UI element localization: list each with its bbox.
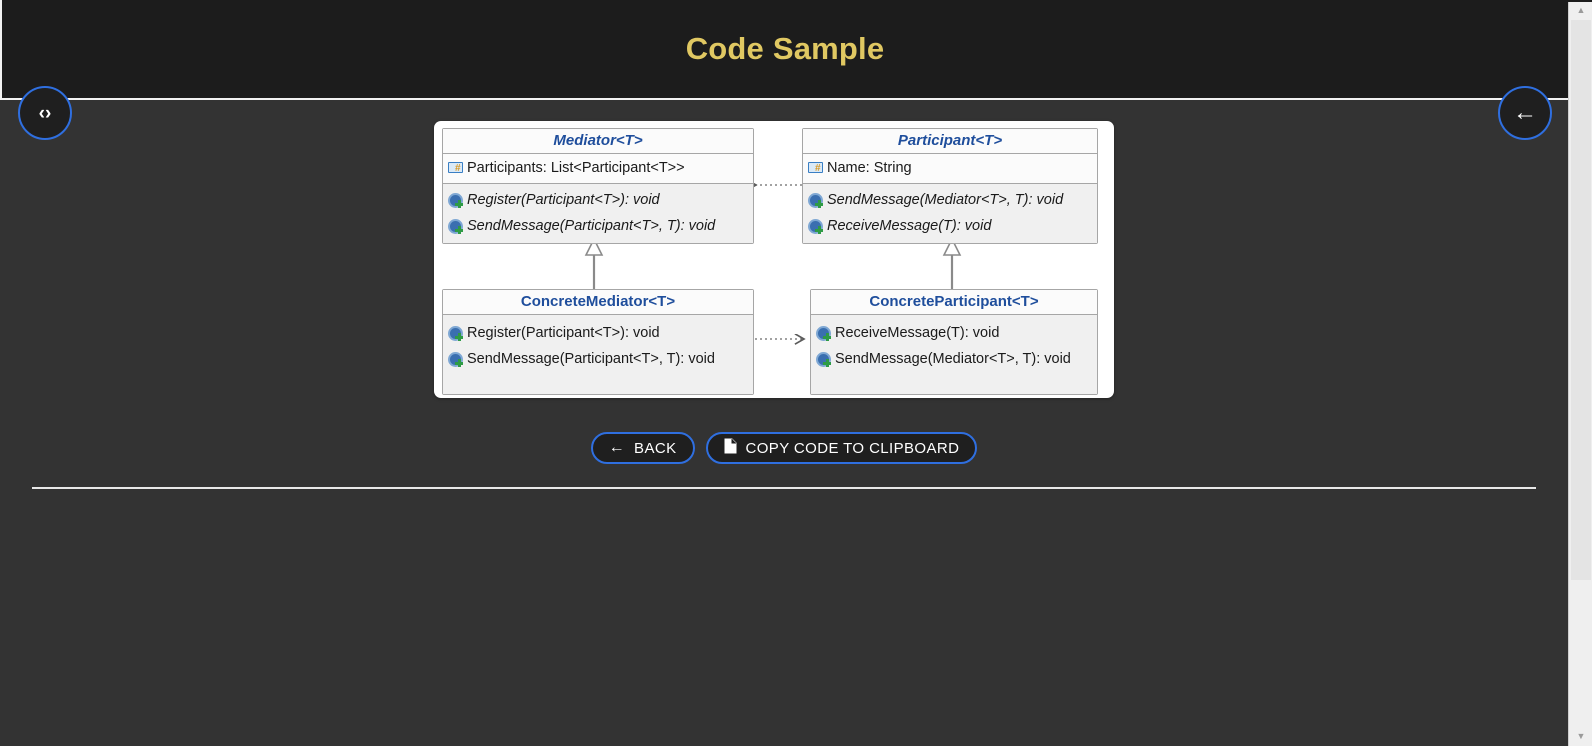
back-arrow-fab[interactable]: ←	[1498, 86, 1552, 140]
copy-code-button-label: COPY CODE TO CLIPBOARD	[745, 439, 960, 457]
field-icon	[808, 160, 824, 176]
uml-method-row: SendMessage(Participant<T>, T): void	[443, 346, 753, 372]
content-area: Mediator<T> Participants: List<Participa…	[0, 102, 1568, 746]
uml-method-row: SendMessage(Mediator<T>, T): void	[803, 187, 1097, 213]
uml-member-text: SendMessage(Mediator<T>, T): void	[835, 351, 1071, 367]
uml-class-participant[interactable]: Participant<T> Name: String SendMessage(…	[802, 128, 1098, 244]
method-icon	[808, 218, 824, 234]
method-icon	[816, 351, 832, 367]
vertical-scrollbar[interactable]: ▲ ▼	[1568, 0, 1592, 746]
uml-method-row: Register(Participant<T>): void	[443, 187, 753, 213]
uml-class-title: Participant<T>	[803, 129, 1097, 154]
method-icon	[448, 192, 464, 208]
section-divider	[32, 487, 1536, 489]
method-icon	[448, 325, 464, 341]
uml-member-text: ReceiveMessage(T): void	[827, 218, 992, 234]
uml-member-text: Register(Participant<T>): void	[467, 192, 660, 208]
uml-method-row: SendMessage(Mediator<T>, T): void	[811, 346, 1097, 372]
uml-class-mediator[interactable]: Mediator<T> Participants: List<Participa…	[442, 128, 754, 244]
arrow-left-icon: ←	[1513, 99, 1537, 126]
back-button-label: BACK	[634, 439, 677, 457]
uml-member-text: SendMessage(Mediator<T>, T): void	[827, 192, 1064, 208]
uml-class-title: Mediator<T>	[443, 129, 753, 154]
uml-member-text: Name: String	[827, 160, 912, 176]
back-button[interactable]: ← BACK	[590, 432, 695, 464]
method-icon	[816, 325, 832, 341]
app-header: Code Sample	[0, 0, 1568, 100]
uml-member-text: SendMessage(Participant<T>, T): void	[467, 218, 716, 234]
uml-method-row: Register(Participant<T>): void	[443, 320, 753, 346]
uml-fields-section: Name: String	[803, 154, 1097, 184]
method-icon	[448, 351, 464, 367]
field-icon	[448, 160, 464, 176]
diagram-connectors	[584, 121, 962, 398]
uml-class-title: ConcreteParticipant<T>	[811, 290, 1097, 315]
uml-diagram-card: Mediator<T> Participants: List<Participa…	[434, 121, 1114, 398]
uml-methods-section: Register(Participant<T>): void SendMessa…	[443, 315, 753, 394]
uml-method-row: SendMessage(Participant<T>, T): void	[443, 213, 753, 239]
scroll-down-arrow[interactable]: ▼	[1576, 731, 1586, 741]
uml-class-concrete-mediator[interactable]: ConcreteMediator<T> Register(Participant…	[442, 289, 754, 395]
uml-methods-section: ReceiveMessage(T): void SendMessage(Medi…	[811, 315, 1097, 394]
scrollbar-corner	[1568, 0, 1592, 2]
uml-field-row: Participants: List<Participant<T>>	[443, 155, 753, 181]
code-toggle-fab[interactable]: ‹›	[18, 86, 72, 140]
uml-member-text: SendMessage(Participant<T>, T): void	[467, 351, 715, 367]
inherit-triangle-mediator	[584, 237, 604, 256]
copy-document-icon	[724, 438, 737, 458]
method-icon	[808, 192, 824, 208]
code-brackets-icon: ‹›	[38, 102, 52, 124]
uml-field-row: Name: String	[803, 155, 1097, 181]
action-button-bar: ← BACK COPY CODE TO CLIPBOARD	[0, 432, 1568, 464]
method-icon	[448, 218, 464, 234]
uml-method-row: ReceiveMessage(T): void	[803, 213, 1097, 239]
uml-class-title: ConcreteMediator<T>	[443, 290, 753, 315]
copy-code-button[interactable]: COPY CODE TO CLIPBOARD	[705, 432, 978, 464]
uml-method-row: ReceiveMessage(T): void	[811, 320, 1097, 346]
page-title: Code Sample	[685, 31, 885, 66]
scrollbar-thumb[interactable]	[1571, 20, 1591, 580]
uml-member-text: ReceiveMessage(T): void	[835, 325, 1000, 341]
uml-member-text: Register(Participant<T>): void	[467, 325, 660, 341]
scroll-up-arrow[interactable]: ▲	[1576, 5, 1586, 15]
uml-class-concrete-participant[interactable]: ConcreteParticipant<T> ReceiveMessage(T)…	[810, 289, 1098, 395]
uml-methods-section: Register(Participant<T>): void SendMessa…	[443, 184, 753, 243]
uml-methods-section: SendMessage(Mediator<T>, T): void Receiv…	[803, 184, 1097, 243]
arrow-left-icon: ←	[608, 439, 626, 456]
inherit-triangle-participant	[942, 237, 962, 256]
uml-member-text: Participants: List<Participant<T>>	[467, 160, 685, 176]
uml-fields-section: Participants: List<Participant<T>>	[443, 154, 753, 184]
